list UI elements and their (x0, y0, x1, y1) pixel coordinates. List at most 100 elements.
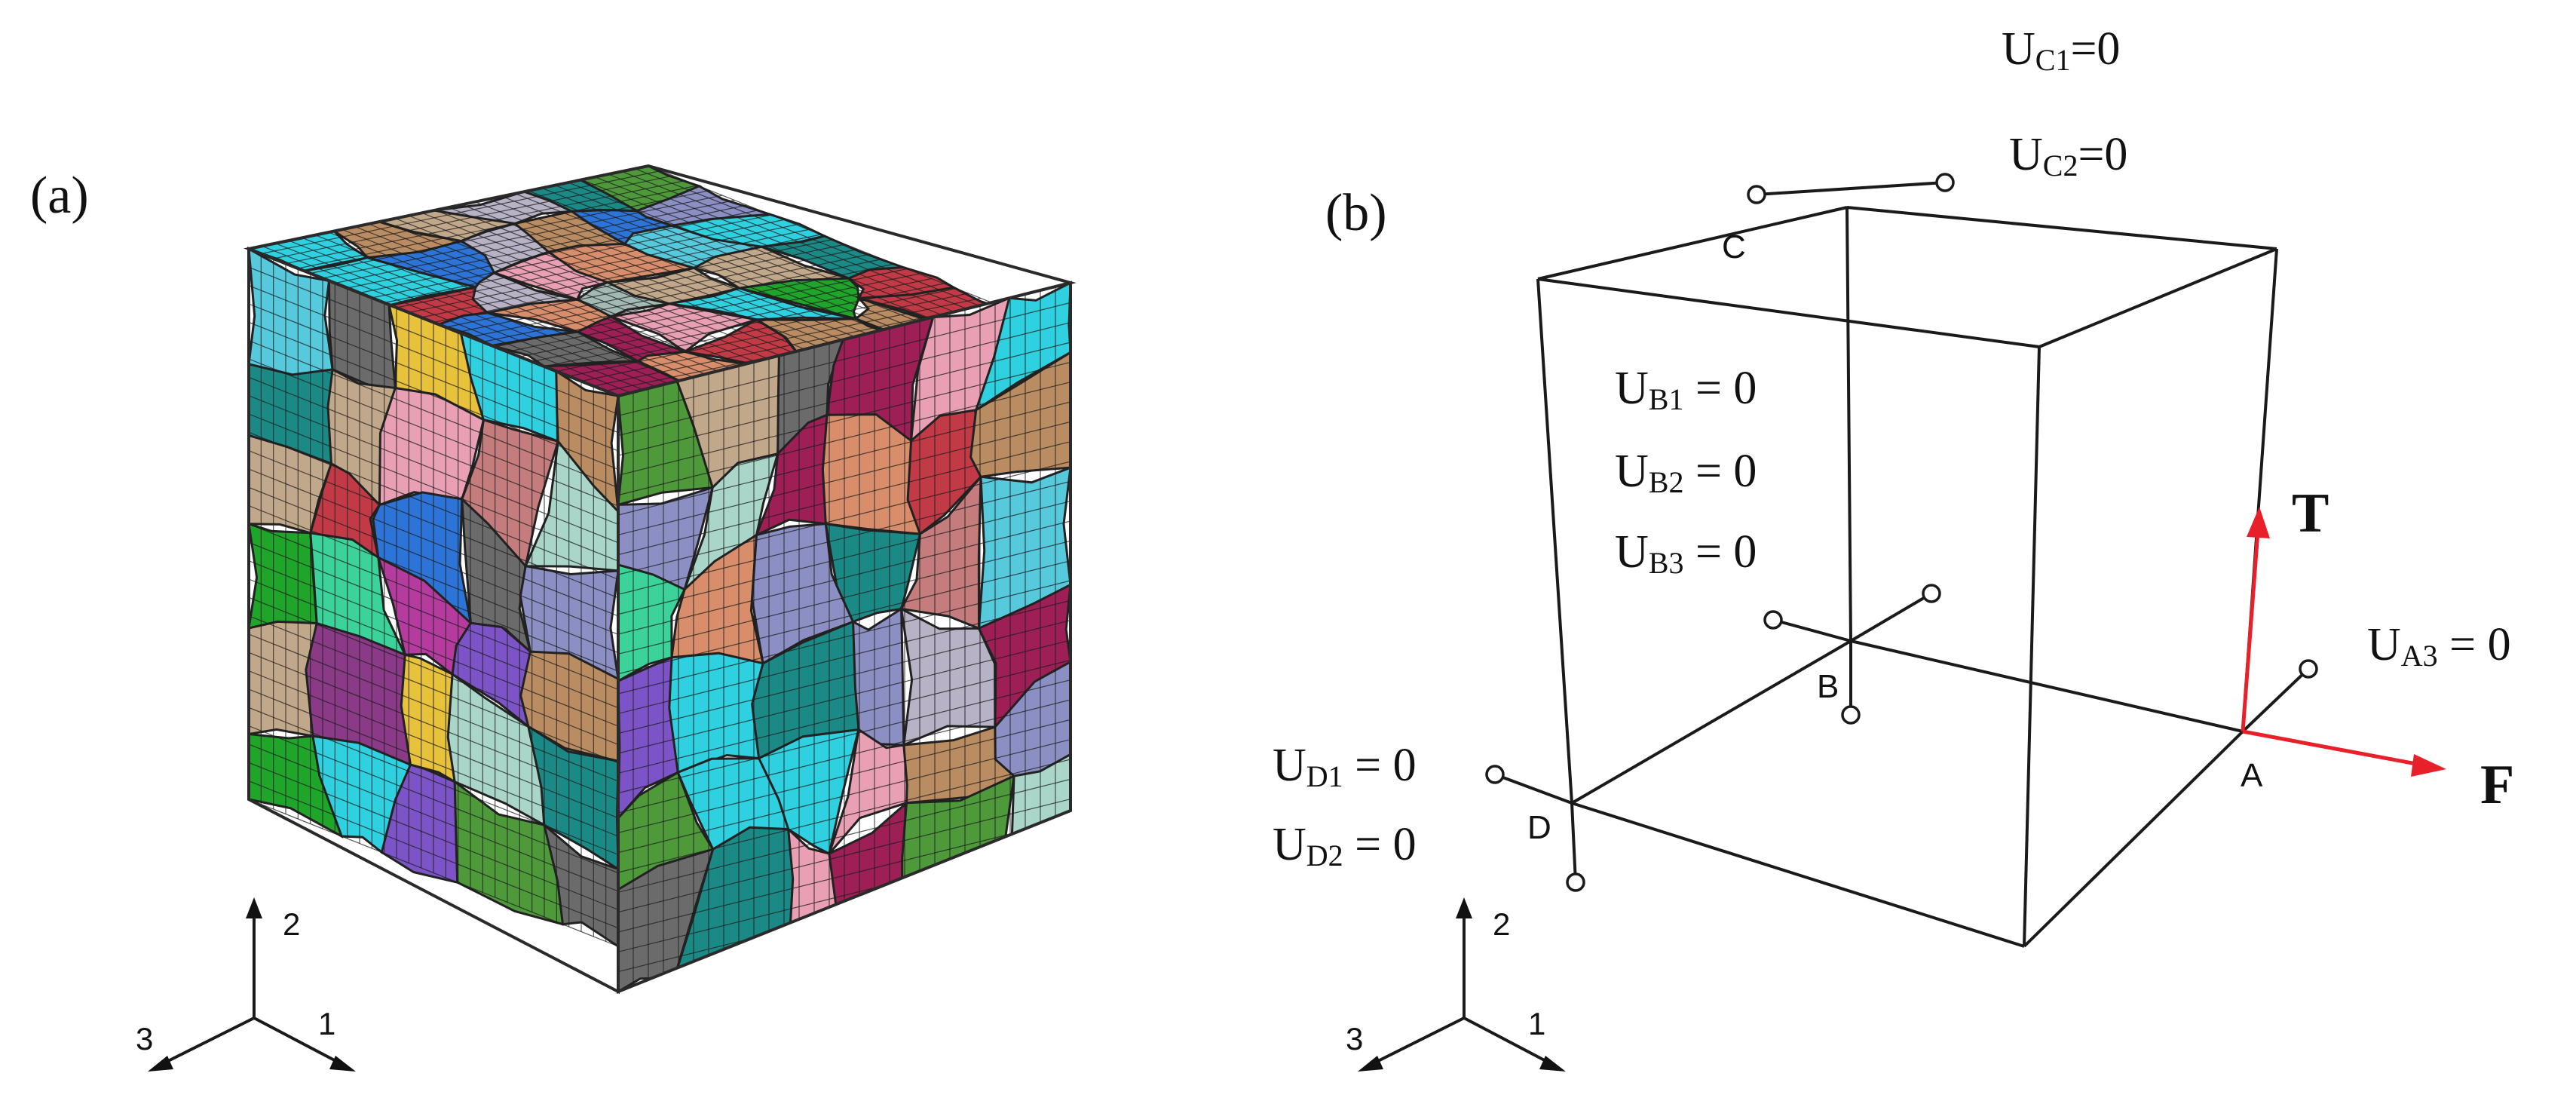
panel-b: (b) (1273, 23, 2514, 1072)
constraints-b: UB1 = 0 UB2 = 0 UB3 = 0 (1615, 363, 1757, 580)
load-t-shaft (2241, 531, 2260, 732)
support-a (2241, 659, 2318, 733)
mesh-line (249, 725, 618, 874)
grain (668, 652, 767, 774)
support-a-ring (2299, 659, 2318, 679)
grain (555, 369, 618, 514)
edge-bottom-back (1850, 639, 2244, 733)
support-c (1747, 173, 1955, 204)
mesh-line (618, 778, 1071, 893)
mesh-line (249, 762, 618, 910)
cube-right-outline (617, 281, 1072, 994)
constraint-uc1: UC1=0 (2002, 23, 2120, 77)
load-t-label: T (2292, 483, 2329, 544)
support-d-ring-1 (1485, 765, 1505, 784)
edge-bottom-left (1570, 639, 1852, 805)
edge-top-right (2038, 247, 2277, 348)
point-a-label: A (2241, 757, 2263, 794)
constraint-ub3: UB3 = 0 (1615, 526, 1757, 580)
axis-1-arrowhead-b (1539, 1056, 1566, 1072)
grain (852, 606, 905, 747)
mesh-line (568, 293, 969, 377)
mesh-line (648, 166, 1018, 314)
axes-triad-b: 2 1 3 (1346, 897, 1566, 1072)
load-f-arrow: F (2242, 729, 2514, 816)
support-c-line-a (1756, 181, 1946, 196)
support-d-line-1 (1494, 773, 1573, 805)
support-d-line-2 (1570, 802, 1577, 883)
mesh-line (621, 170, 991, 319)
load-t-arrowhead (2247, 507, 2270, 538)
support-b-ring-1 (1922, 584, 1941, 603)
axis-2-label: 2 (283, 906, 300, 942)
panel-a: (a) 2 1 (30, 164, 1077, 1072)
mesh-line (618, 799, 1071, 913)
mesh-line (249, 799, 618, 947)
load-f-label: F (2480, 754, 2514, 816)
support-d (1485, 765, 1585, 892)
mesh-line (249, 707, 618, 855)
axis-1-line (253, 1016, 344, 1066)
edge-front-right (2023, 346, 2041, 947)
panel-b-label: (b) (1325, 184, 1387, 242)
mesh-line (595, 176, 965, 325)
support-b-ring-2 (1841, 705, 1861, 725)
axis-1-arrowhead (329, 1056, 356, 1072)
constraint-ub1: UB1 = 0 (1615, 363, 1757, 416)
grain-cube (244, 164, 1077, 995)
axis-1-line-b (1463, 1016, 1554, 1066)
support-b (1763, 584, 1941, 725)
support-d-ring-2 (1566, 872, 1585, 892)
grain (994, 660, 1071, 777)
grain (249, 522, 318, 630)
mesh-line (249, 780, 618, 929)
support-c-ring-b (1935, 173, 1955, 192)
axis-3-line (160, 1016, 255, 1066)
mesh-line (608, 173, 979, 322)
load-f-arrowhead (2411, 754, 2446, 777)
edge-back-vertical (1845, 207, 1852, 642)
support-a-line (2241, 667, 2310, 733)
load-t-arrow: T (2241, 483, 2329, 732)
grain (973, 283, 1071, 413)
constraint-ua3: UA3 = 0 (2367, 619, 2511, 673)
edge-top-left (1537, 206, 1848, 281)
axis-3-arrowhead (148, 1056, 173, 1072)
grain (977, 465, 1071, 630)
axis-2-arrowhead (246, 897, 262, 918)
constraint-ud1: UD1 = 0 (1273, 740, 1417, 793)
edge-front-top (1537, 278, 2040, 348)
axes-triad-a: 2 1 3 (136, 897, 356, 1072)
mesh-line (635, 168, 1005, 317)
grain (526, 724, 618, 872)
grain (969, 350, 1071, 478)
axis-3-label-b: 3 (1346, 1021, 1363, 1056)
support-b-line-1 (1849, 592, 1933, 642)
edge-front-bottom (1571, 802, 2025, 948)
grain (977, 582, 1071, 729)
load-f-shaft (2242, 729, 2417, 766)
axis-1-label-b: 1 (1528, 1006, 1545, 1041)
panel-a-label: (a) (30, 167, 89, 225)
edge-bottom-right (2023, 730, 2244, 948)
mesh-line (249, 744, 618, 892)
constraints-a: UA3 = 0 (2367, 619, 2511, 673)
edge-front-left (1536, 278, 1573, 804)
axis-3-arrowhead-b (1358, 1056, 1383, 1072)
constraint-ub2: UB2 = 0 (1615, 446, 1757, 499)
support-b-line-3 (1772, 618, 1852, 642)
constraint-uc2: UC2=0 (2009, 129, 2127, 182)
point-c-label: C (1722, 228, 1746, 265)
axis-2-label-b: 2 (1493, 906, 1510, 942)
point-d-label: D (1527, 809, 1551, 846)
constraints-d: UD1 = 0 UD2 = 0 (1273, 740, 1417, 872)
point-b-label: B (1817, 668, 1839, 705)
mesh-line (556, 287, 957, 373)
constraints-c: UC1=0 UC2=0 (2002, 23, 2127, 182)
axis-3-line-b (1370, 1016, 1465, 1066)
support-c-ring-a (1747, 185, 1766, 204)
cube-right-face (618, 283, 1071, 992)
axis-1-label: 1 (318, 1006, 335, 1041)
mesh-line (593, 302, 994, 387)
